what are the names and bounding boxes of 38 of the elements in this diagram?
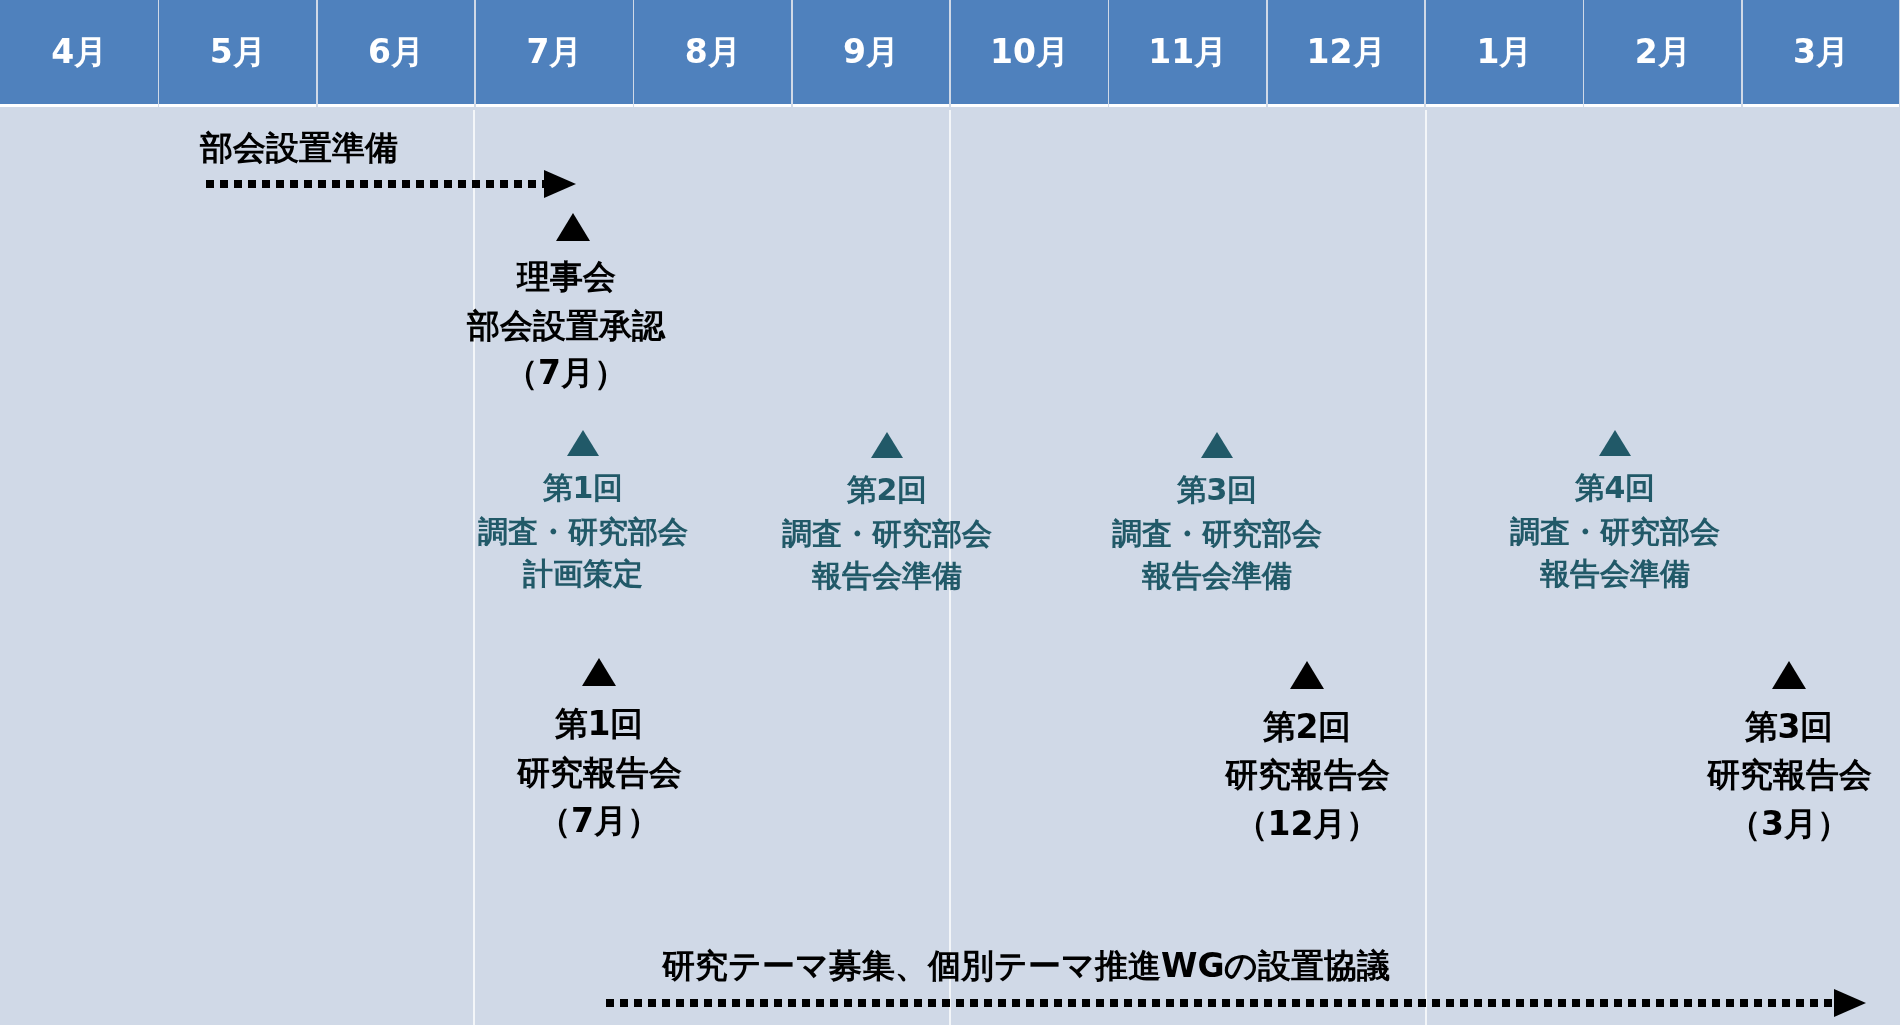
milestone-text: 調査・研究部会 bbox=[478, 517, 688, 547]
milestone-text: 第3回 bbox=[1744, 709, 1834, 743]
milestone-text: 第1回 bbox=[554, 706, 644, 740]
month-header: 8月 bbox=[634, 0, 792, 107]
milestone-text: 調査・研究部会 bbox=[782, 519, 992, 549]
milestone-text: 第3回 bbox=[1176, 475, 1258, 505]
milestone-text: 報告会準備 bbox=[1540, 559, 1690, 589]
milestone-text: 報告会準備 bbox=[812, 561, 962, 591]
month-header: 9月 bbox=[792, 0, 950, 107]
month-header: 10月 bbox=[951, 0, 1108, 107]
milestone-text: 調査・研究部会 bbox=[1112, 519, 1322, 549]
milestone-text: 第2回 bbox=[1262, 709, 1352, 743]
milestone-text: 研究テーマ募集、個別テーマ推進WGの設置協議 bbox=[662, 948, 1391, 982]
milestone-text: 研究報告会 bbox=[516, 755, 682, 789]
month-header: 1月 bbox=[1426, 0, 1583, 107]
milestone-text: （3月） bbox=[1728, 806, 1850, 840]
milestone-text: （12月） bbox=[1234, 806, 1380, 840]
milestone-text: 部会設置準備 bbox=[200, 130, 398, 164]
milestone-text: 部会設置承認 bbox=[467, 308, 665, 342]
month-header: 3月 bbox=[1742, 0, 1900, 107]
milestone-text: 研究報告会 bbox=[1706, 757, 1872, 791]
milestone-text: 第2回 bbox=[846, 475, 928, 505]
milestone-text: 研究報告会 bbox=[1224, 757, 1390, 791]
month-header: 7月 bbox=[476, 0, 633, 107]
milestone-text: 理事会 bbox=[516, 259, 616, 293]
month-header: 2月 bbox=[1584, 0, 1742, 107]
milestone-text: （7月） bbox=[505, 355, 627, 389]
month-header: 6月 bbox=[317, 0, 475, 107]
milestone-text: 第1回 bbox=[542, 473, 624, 503]
milestone-text: （7月） bbox=[538, 803, 660, 837]
milestone-text: 報告会準備 bbox=[1142, 561, 1292, 591]
milestone-text: 調査・研究部会 bbox=[1510, 517, 1720, 547]
month-header: 5月 bbox=[159, 0, 317, 107]
milestone-text: 計画策定 bbox=[523, 559, 643, 589]
month-header: 4月 bbox=[0, 0, 159, 107]
month-header: 11月 bbox=[1109, 0, 1267, 107]
month-header: 12月 bbox=[1267, 0, 1425, 107]
milestone-text: 第4回 bbox=[1574, 473, 1656, 503]
